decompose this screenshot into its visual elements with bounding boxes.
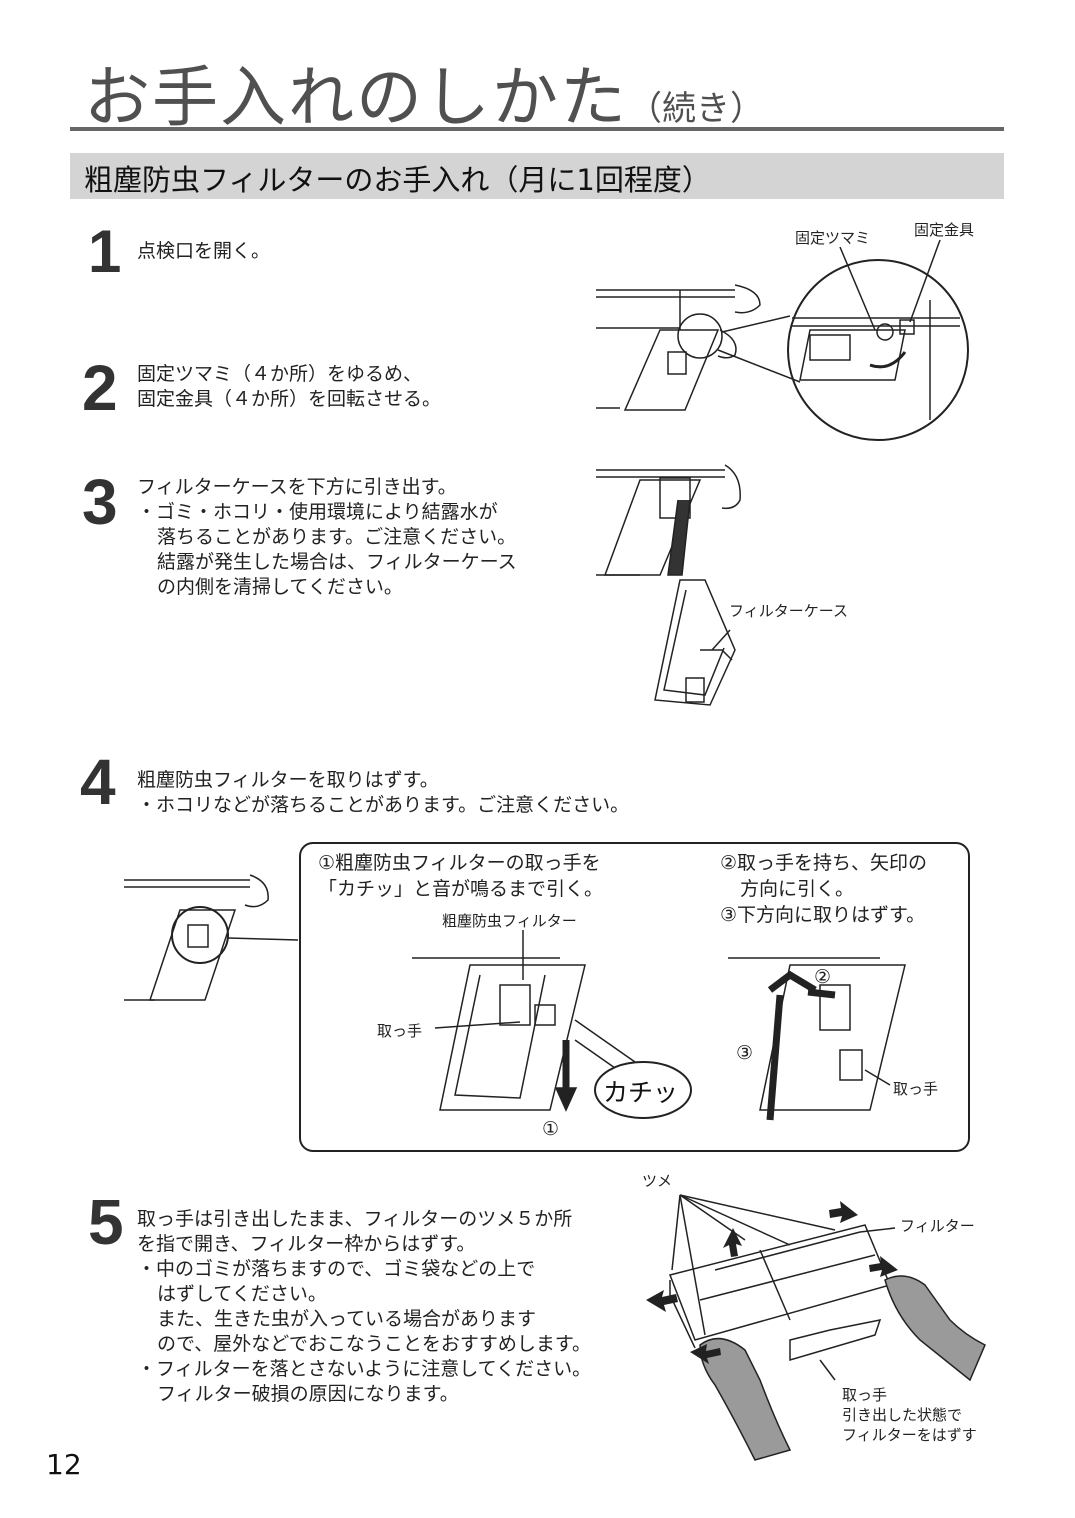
page-number: 12 — [46, 1448, 82, 1481]
label-filter: フィルター — [900, 1217, 975, 1235]
label-claw: ツメ — [642, 1172, 673, 1190]
marker-3: ③ — [736, 1042, 754, 1064]
box4-left-text: ①粗塵防虫フィルターの取っ手を 「カチッ」と音が鳴るまで引く。 — [318, 852, 604, 900]
step-2-number: 2 — [82, 352, 118, 424]
box4-right-text: ②取っ手を持ち、矢印の 方向に引く。 ③下方向に取りはずす。 — [720, 852, 928, 926]
label-coarse-filter: 粗塵防虫フィルター — [442, 912, 577, 930]
click-sound-text: カチッ — [603, 1078, 679, 1107]
label-filter-case: フィルターケース — [729, 602, 848, 620]
label-handle-2: 取っ手 — [893, 1080, 939, 1098]
marker-2: ② — [814, 966, 832, 988]
marker-1: ① — [542, 1118, 560, 1140]
page-title-sub: （続き） — [628, 89, 764, 129]
label-knob: 固定ツマミ — [795, 229, 871, 247]
section-heading-bar: 粗塵防虫フィルターのお手入れ（月に1回程度） — [70, 153, 1004, 199]
step-3-number: 3 — [82, 466, 118, 538]
click-callout — [594, 1061, 692, 1119]
step-1-number: 1 — [88, 218, 122, 285]
title-rule — [70, 127, 1004, 131]
step-5-number: 5 — [88, 1186, 124, 1258]
gloved-hands — [699, 1275, 986, 1461]
section-heading: 粗塵防虫フィルターのお手入れ（月に1回程度） — [84, 163, 711, 197]
step-1-text: 点検口を開く。 — [137, 240, 271, 262]
step-4-detail-box — [299, 842, 970, 1152]
step-3-text: フィルターケースを下方に引き出す。 ・ゴミ・ホコリ・使用環境により結露水が 落ち… — [137, 476, 517, 598]
step-4-text: 粗塵防虫フィルターを取りはずす。 ・ホコリなどが落ちることがあります。ご注意くだ… — [137, 769, 630, 816]
zoom-circle — [787, 259, 969, 441]
arrow-icons — [646, 1201, 898, 1364]
step-5-text: 取っ手は引き出したまま、フィルターのツメ５か所 を指で開き、フィルター枠からはず… — [137, 1208, 592, 1405]
step-4-number: 4 — [80, 746, 116, 818]
label-handle-note: 取っ手 引き出した状態で フィルターをはずす — [842, 1386, 977, 1444]
step-2-text: 固定ツマミ（４か所）をゆるめ、 固定金具（４か所）を回転させる。 — [137, 363, 442, 410]
page-title: お手入れのしかた（続き） — [84, 59, 764, 136]
label-bracket: 固定金具 — [914, 221, 975, 239]
label-handle-1: 取っ手 — [377, 1022, 423, 1040]
